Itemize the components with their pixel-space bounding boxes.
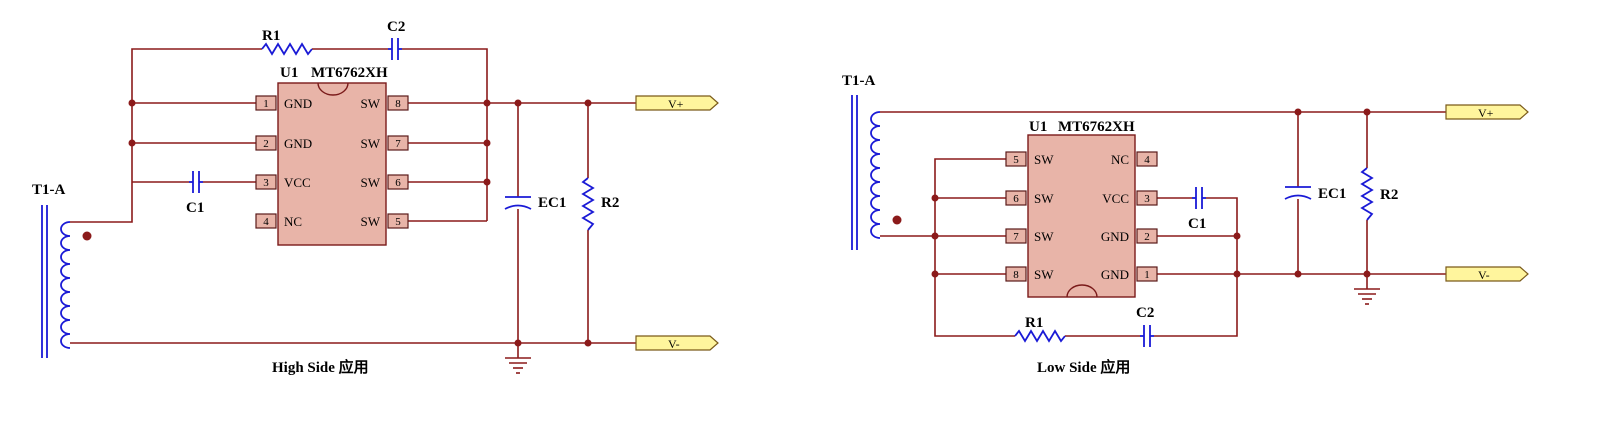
electrolytic-cap-ec1-right: EC1 (1284, 186, 1346, 202)
svg-text:R1: R1 (262, 28, 280, 44)
pin-number: 2 (1144, 231, 1150, 243)
pin-8: 8 SW (361, 95, 409, 111)
resistor-r1-left: R1 (261, 28, 313, 56)
svg-text:EC1: EC1 (1318, 186, 1346, 202)
pin-name: NC (1111, 152, 1129, 167)
pin-name: GND (1101, 229, 1129, 244)
pin-2: 2 GND (255, 135, 312, 151)
pin-name: SW (1034, 152, 1054, 167)
port-vminus-left: V- (635, 335, 719, 351)
low-side-circuit: T1-A (842, 73, 1529, 376)
port-vplus-right: V+ (1445, 104, 1529, 120)
svg-text:C1: C1 (1188, 216, 1206, 232)
pin-4: 4 NC (1111, 151, 1158, 167)
pin-name: SW (1034, 267, 1054, 282)
pin-number: 3 (1144, 193, 1150, 205)
pin-name: GND (1101, 267, 1129, 282)
pin-6: 6 SW (361, 174, 409, 190)
pin-number: 4 (263, 216, 269, 228)
pin-5: 5 SW (361, 213, 409, 229)
pin-number: 8 (1013, 269, 1019, 281)
pin-name: SW (1034, 229, 1054, 244)
junctions-right (931, 108, 1371, 278)
capacitor-c2-right: C2 (1136, 305, 1154, 347)
resistor-r2-left: R2 (581, 177, 619, 231)
pin-name: GND (284, 136, 312, 151)
svg-text:V+: V+ (1478, 106, 1494, 120)
polarity-dot (82, 231, 92, 241)
pin-number: 1 (263, 98, 269, 110)
pin-number: 5 (395, 216, 401, 228)
pin-number: 8 (395, 98, 401, 110)
pin-1: 1 GND (1101, 266, 1158, 282)
pin-6: 6 SW (1005, 190, 1054, 206)
pin-3: 3 VCC (1102, 190, 1158, 206)
svg-text:U1: U1 (1029, 119, 1047, 135)
pin-number: 7 (395, 138, 401, 150)
polarity-dot (892, 215, 902, 225)
pin-number: 1 (1144, 269, 1150, 281)
caption-high-side: High Side 应用 (272, 358, 369, 376)
pin-7: 7 SW (361, 135, 409, 151)
transformer-right: T1-A (842, 73, 902, 250)
pin-4: 4 NC (255, 213, 302, 229)
pin-3: 3 VCC (255, 174, 311, 190)
pin-number: 5 (1013, 154, 1019, 166)
pin-name: SW (361, 136, 381, 151)
pin-8: 8 SW (1005, 266, 1054, 282)
pin-7: 7 SW (1005, 228, 1054, 244)
svg-text:MT6762XH: MT6762XH (311, 65, 388, 81)
svg-text:R1: R1 (1025, 315, 1043, 331)
ground-symbol-left (505, 357, 531, 374)
pin-name: SW (1034, 191, 1054, 206)
pin-number: 4 (1144, 154, 1150, 166)
svg-text:V+: V+ (668, 97, 684, 111)
svg-text:R2: R2 (1380, 187, 1398, 203)
svg-text:V-: V- (1478, 268, 1490, 282)
resistor-r1-right: R1 (1014, 315, 1066, 343)
pin-5: 5 SW (1005, 151, 1054, 167)
capacitor-c2-left: C2 (387, 19, 405, 60)
pin-name: SW (361, 96, 381, 111)
caption-low-side: Low Side 应用 (1037, 358, 1130, 376)
svg-text:C2: C2 (387, 19, 405, 35)
pin-name: GND (284, 96, 312, 111)
pin-name: SW (361, 214, 381, 229)
pin-number: 3 (263, 177, 269, 189)
pin-name: VCC (284, 175, 311, 190)
svg-text:V-: V- (668, 337, 680, 351)
junctions-left (128, 99, 592, 347)
capacitor-c1-right: C1 (1188, 187, 1206, 232)
pin-number: 6 (395, 177, 401, 189)
resistor-r2-right: R2 (1360, 167, 1398, 221)
pin-number: 6 (1013, 193, 1019, 205)
transformer-label: T1-A (32, 182, 66, 198)
pin-number: 2 (263, 138, 269, 150)
high-side-circuit: T1-A (32, 19, 719, 376)
pin-number: 7 (1013, 231, 1019, 243)
wires-left (70, 48, 636, 358)
pin-2: 2 GND (1101, 228, 1158, 244)
pin-1: 1 GND (255, 95, 312, 111)
pin-name: SW (361, 175, 381, 190)
svg-text:C2: C2 (1136, 305, 1154, 321)
port-vplus-left: V+ (635, 95, 719, 111)
transformer-left: T1-A (32, 182, 92, 358)
pin-name: VCC (1102, 191, 1129, 206)
electrolytic-cap-ec1-left: EC1 (504, 195, 566, 211)
ground-symbol-right (1354, 288, 1380, 305)
transformer-label: T1-A (842, 73, 876, 89)
svg-text:R2: R2 (601, 195, 619, 211)
port-vminus-right: V- (1445, 266, 1529, 282)
svg-text:U1: U1 (280, 65, 298, 81)
capacitor-c1-left: C1 (186, 171, 204, 216)
wires-right (880, 111, 1446, 337)
svg-text:EC1: EC1 (538, 195, 566, 211)
svg-text:C1: C1 (186, 200, 204, 216)
svg-text:MT6762XH: MT6762XH (1058, 119, 1135, 135)
pin-name: NC (284, 214, 302, 229)
